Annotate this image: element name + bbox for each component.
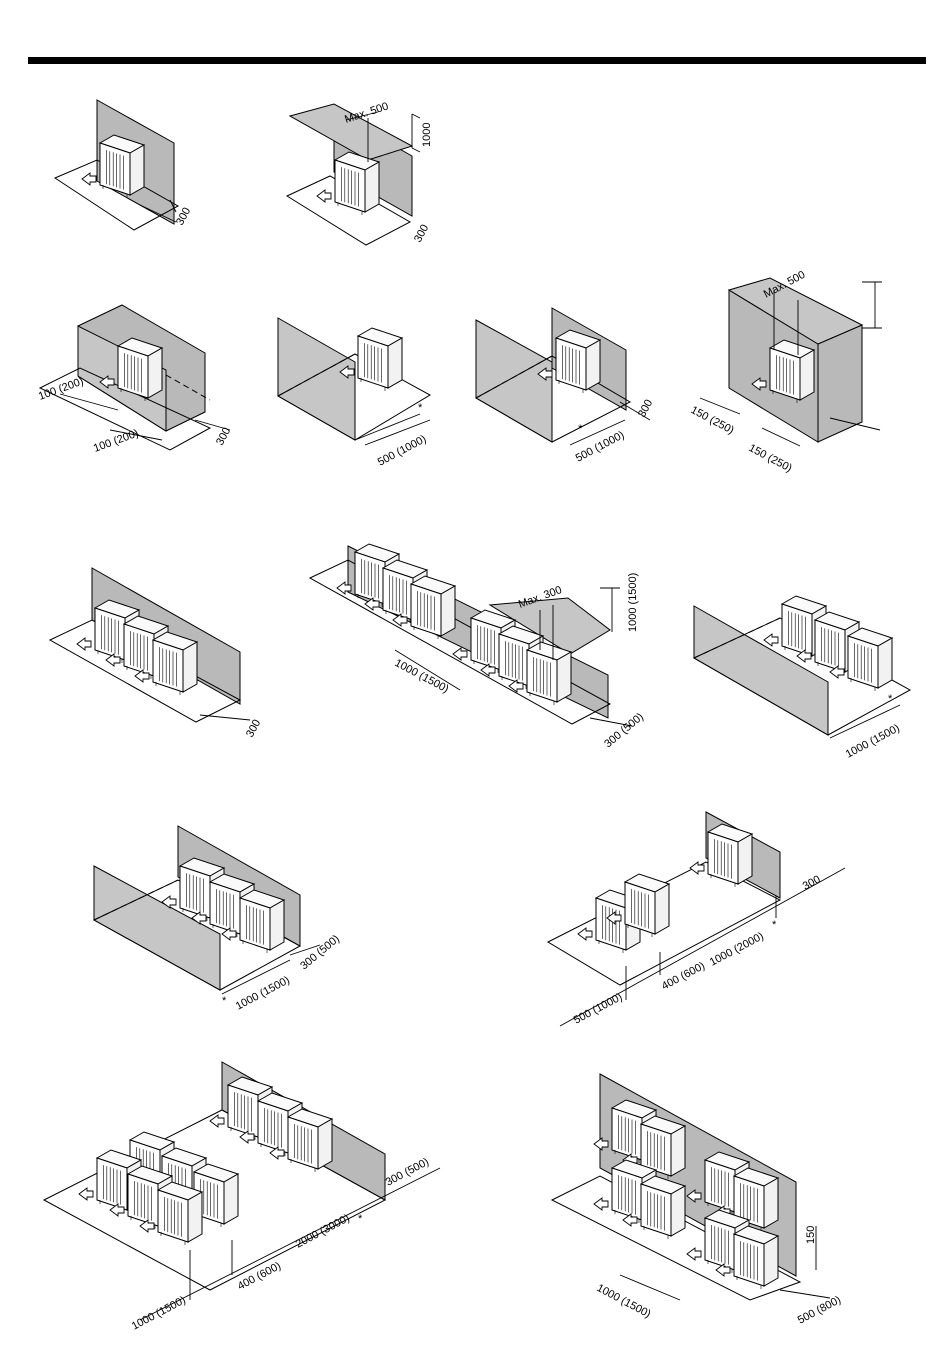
- dim-label: 300: [214, 426, 233, 448]
- outdoor-unit: [715, 1225, 780, 1289]
- diagram-side-wall: * 500 (1000): [276, 317, 432, 469]
- dim-label: *: [772, 919, 777, 931]
- dim-label: 1000 (1500): [393, 657, 451, 695]
- diagram-row-two-walls: * 1000 (1500) 300 (500): [92, 825, 342, 1013]
- outdoor-unit: [508, 641, 573, 705]
- outdoor-unit: [134, 631, 199, 695]
- dim-label: *: [888, 693, 893, 705]
- dim-label: 1000 (1500): [595, 1282, 653, 1320]
- diagram-stacked-units: 150 1000 (1500) 500 (800): [550, 1073, 843, 1327]
- diagram-two-side-walls: * 500 (1000) 300: [474, 307, 655, 465]
- outdoor-unit: [316, 151, 381, 215]
- dim-label: 150 (250): [747, 442, 794, 475]
- diagram-row-side-wall: * 1000 (1500): [692, 595, 912, 761]
- dim-label: *: [418, 402, 423, 414]
- dim-label: 1000 (1500): [130, 1294, 188, 1332]
- outdoor-unit: [537, 329, 602, 393]
- dim-label: *: [358, 1213, 363, 1225]
- dim-label: 300: [801, 873, 823, 892]
- dim-label: 2000 (3000): [294, 1212, 352, 1250]
- dim-label: 1000 (1500): [844, 722, 902, 760]
- dim-label: 300: [636, 398, 655, 420]
- outdoor-unit: [339, 327, 404, 391]
- outdoor-unit: [689, 823, 754, 887]
- dim-label: 1000 (1500): [234, 974, 292, 1012]
- diagram-single-unit-overhang: Max. 500 1000 300: [285, 100, 433, 246]
- outdoor-unit: [829, 627, 894, 691]
- dim-label: 300 (500): [602, 711, 646, 750]
- dim-label: 1000 (1500): [627, 573, 639, 632]
- diagram-single-unit-back-wall: 300: [53, 99, 193, 231]
- dim-label: 1000 (2000): [708, 930, 766, 968]
- dim-label: 300 (500): [298, 933, 342, 972]
- diagram-corner-walls: 100 (200) 100 (200) 300: [37, 304, 233, 455]
- dim-label: 300: [174, 206, 193, 228]
- dim-label: 300: [244, 718, 263, 740]
- outdoor-unit: [751, 339, 816, 403]
- header-rule: [28, 57, 926, 64]
- dim-label: 500 (800): [796, 1294, 843, 1327]
- dim-label: 150 (250): [689, 404, 736, 437]
- outdoor-unit: [269, 1108, 334, 1172]
- dim-label: 400 (600): [660, 960, 707, 993]
- dim-label: 300: [412, 223, 431, 245]
- outdoor-unit: [221, 889, 286, 953]
- diagram-multiple-rows: 300 (500) 2000 (3000) * 400 (600) 1000 (…: [42, 1061, 441, 1333]
- dim-label: 300 (500): [384, 1156, 431, 1189]
- outdoor-unit: [139, 1181, 204, 1245]
- diagram-facing-units: 300 1000 (2000) * 400 (600) 500 (1000): [546, 811, 846, 1027]
- outdoor-unit: [622, 1115, 687, 1179]
- diagram-row-back-wall: 300: [48, 567, 263, 740]
- dim-label: 1000: [421, 123, 433, 147]
- diagram-row-overhang: Max. 300 1000 (1500) 1000 (1500) 300 (50…: [308, 543, 646, 750]
- dim-label: *: [222, 995, 227, 1007]
- outdoor-unit: [715, 1167, 780, 1231]
- dim-label: 150: [805, 1226, 817, 1244]
- outdoor-unit: [81, 134, 146, 198]
- outdoor-unit: [392, 575, 457, 639]
- dim-label: 500 (1000): [572, 991, 625, 1027]
- dim-label: 500 (1000): [376, 433, 429, 469]
- outdoor-unit: [606, 873, 671, 937]
- outdoor-unit: [622, 1175, 687, 1239]
- dim-label: *: [578, 423, 583, 435]
- outdoor-unit: [99, 337, 164, 401]
- diagram-enclosure: Max. 500 150 (250) 150 (250): [689, 269, 882, 475]
